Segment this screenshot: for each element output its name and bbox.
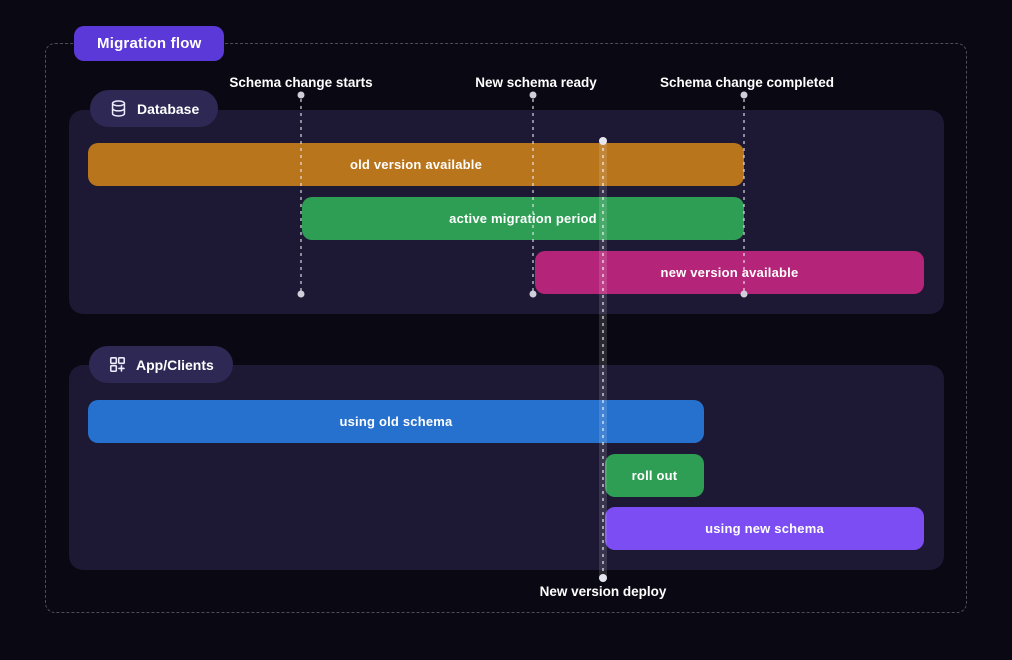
bar-roll-out: roll out [605, 454, 704, 497]
app-clients-badge: App/Clients [89, 346, 233, 383]
bar-label: new version available [660, 265, 799, 280]
milestone-guide-line-1 [300, 99, 302, 291]
milestone-label-new-schema-ready: New schema ready [475, 75, 597, 90]
bar-label: active migration period [449, 211, 597, 226]
diagram-title: Migration flow [97, 35, 202, 52]
milestone-dot-bottom-1 [297, 290, 305, 298]
bar-new-version-available: new version available [535, 251, 924, 294]
milestone-label-schema-change-completed: Schema change completed [659, 75, 835, 90]
bar-label: using new schema [705, 521, 824, 536]
bar-label: old version available [349, 157, 483, 172]
milestone-dot-top-3 [740, 91, 748, 99]
milestone-label-schema-change-starts: Schema change starts [229, 75, 373, 90]
deploy-marker-dashes [602, 141, 604, 578]
bar-label: using old schema [339, 414, 453, 429]
bar-active-migration-period: active migration period [302, 197, 744, 240]
deploy-dot-top [599, 137, 607, 145]
bar-label: roll out [631, 468, 678, 483]
database-badge: Database [90, 90, 219, 127]
milestone-dot-top-1 [297, 91, 305, 99]
deploy-marker-label: New version deploy [539, 584, 667, 599]
milestone-dot-bottom-2 [529, 290, 537, 298]
milestone-guide-line-3 [743, 99, 745, 291]
diagram-title-badge: Migration flow [74, 26, 225, 61]
milestone-dot-top-2 [529, 91, 537, 99]
database-badge-label: Database [137, 100, 200, 117]
bar-old-version-available: old version available [88, 143, 744, 186]
deploy-marker-line [599, 141, 607, 578]
diagram-dashed-frame [45, 43, 967, 613]
apps-plus-icon [108, 355, 127, 374]
bar-using-new-schema: using new schema [605, 507, 924, 550]
database-icon [109, 99, 128, 118]
bar-using-old-schema: using old schema [88, 400, 704, 443]
app-clients-badge-label: App/Clients [136, 356, 214, 373]
milestone-dot-bottom-3 [740, 290, 748, 298]
milestone-guide-line-2 [532, 99, 534, 291]
deploy-dot-bottom [599, 574, 607, 582]
